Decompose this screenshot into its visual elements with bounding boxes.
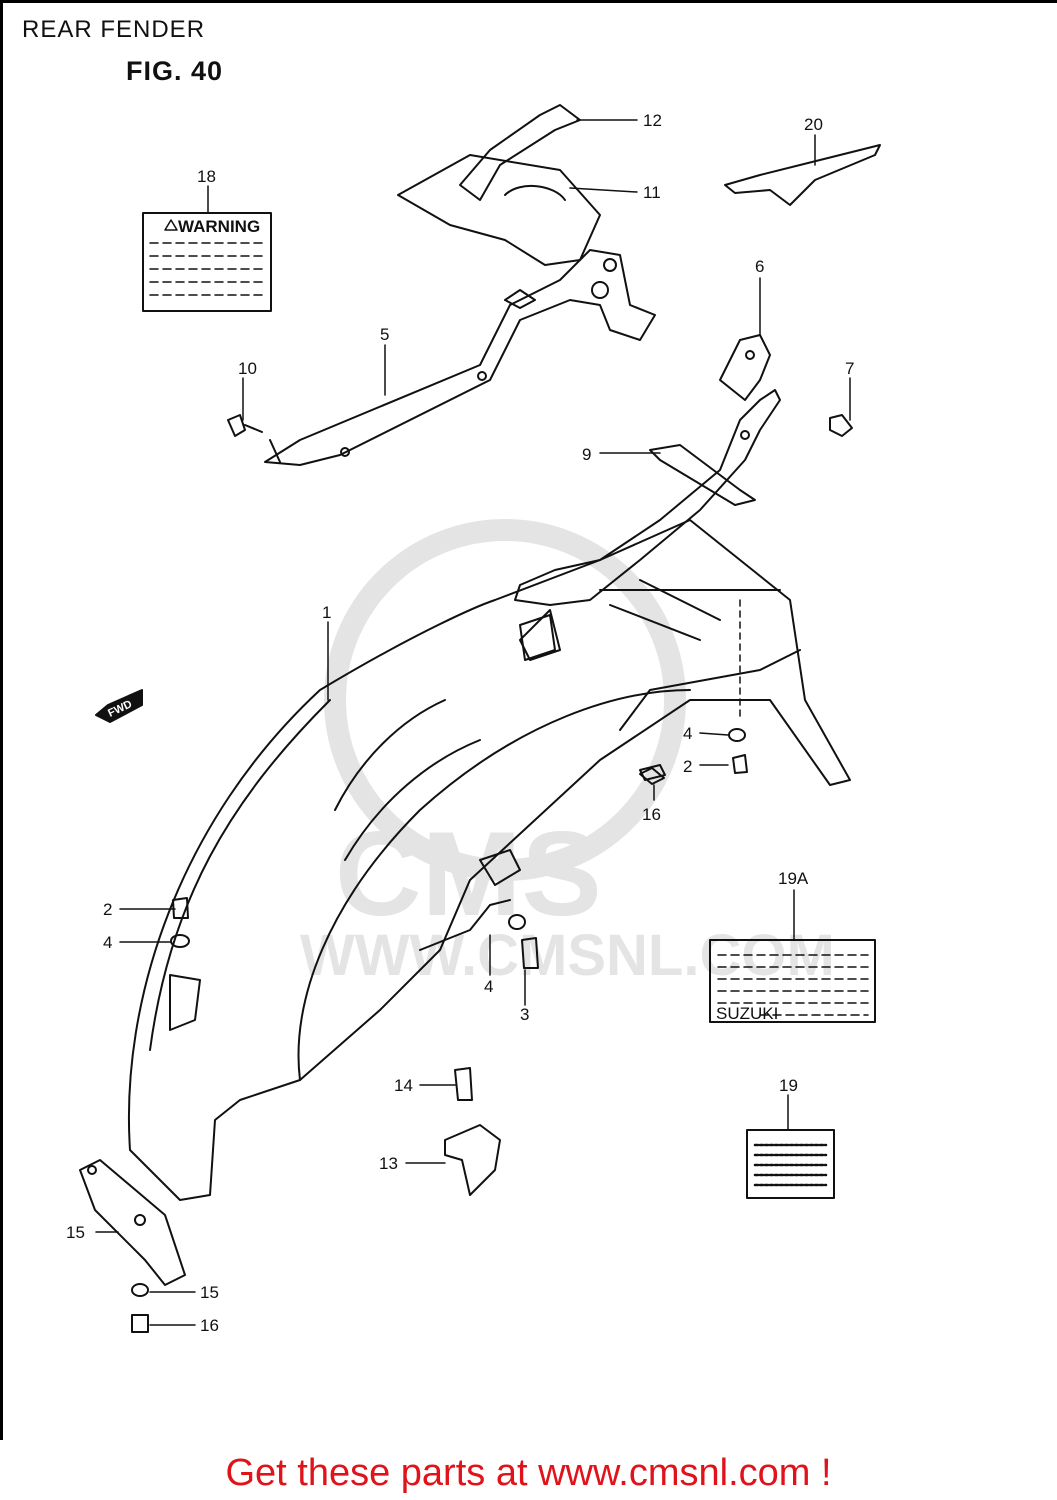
callout-9: 9 xyxy=(582,445,591,464)
callout-2-left: 2 xyxy=(103,900,112,919)
bracket-14 xyxy=(79,1159,186,1286)
bolt-16 xyxy=(131,1314,149,1333)
callout-1: 1 xyxy=(322,603,331,622)
callout-4-right: 4 xyxy=(683,724,692,743)
bolt-3 xyxy=(521,937,539,969)
left-border xyxy=(0,0,3,1440)
callout-5: 5 xyxy=(380,325,389,344)
bolt-8 xyxy=(227,414,263,437)
nut-15 xyxy=(131,1283,149,1297)
watermark: CMS WWW.CMSNL.COM xyxy=(300,519,835,988)
bolt-2-left xyxy=(172,897,189,919)
callout-4-left: 4 xyxy=(103,933,112,952)
callout-4-mid: 4 xyxy=(484,977,493,996)
callout-8: 10 xyxy=(238,359,257,378)
fender-stay xyxy=(514,334,781,661)
watermark-url: WWW.CMSNL.COM xyxy=(300,923,835,988)
callout-19: 19 xyxy=(779,1076,798,1095)
leader-lines xyxy=(95,119,851,1326)
info-label-19A: SUZUKI xyxy=(709,939,876,1023)
callout-20: 20 xyxy=(804,115,823,134)
callout-17: 16 xyxy=(642,805,661,824)
page-title: REAR FENDER xyxy=(22,16,206,43)
callout-16: 16 xyxy=(200,1316,219,1335)
clamp-12 xyxy=(444,1124,501,1196)
rear-bracket xyxy=(264,249,656,466)
spanner-tool xyxy=(724,144,881,206)
footer-link-text[interactable]: Get these parts at www.cmsnl.com ! xyxy=(225,1452,832,1494)
callout-3: 3 xyxy=(520,1005,529,1024)
callout-12: 13 xyxy=(379,1154,398,1173)
callout-labels: 12 11 20 18 5 10 6 7 9 1 4 2 16 19A 2 4 … xyxy=(66,111,854,1335)
callout-6: 6 xyxy=(755,257,764,276)
seat-pad xyxy=(397,154,601,266)
callout-13: 14 xyxy=(394,1076,413,1095)
rear-fender xyxy=(127,519,851,1201)
callout-11: 12 xyxy=(643,111,662,130)
parts-diagram: CMS WWW.CMSNL.COM xyxy=(66,104,881,1335)
nut-4-mid xyxy=(508,914,526,930)
callout-14: 15 xyxy=(66,1223,85,1242)
spec-label-19 xyxy=(746,1129,835,1199)
suzuki-label-text: SUZUKI xyxy=(716,1004,778,1023)
grab-strap xyxy=(459,104,581,201)
figure-number: FIG. 40 xyxy=(126,56,224,86)
bolt-13 xyxy=(454,1067,473,1101)
callout-19A: 19A xyxy=(778,869,809,888)
forward-arrow: FWD xyxy=(95,689,143,723)
warning-label-text: WARNING xyxy=(178,217,260,236)
plug-17 xyxy=(639,767,665,785)
bolt-7 xyxy=(829,414,853,437)
warning-label-18: WARNING xyxy=(142,212,272,312)
washer-4-left xyxy=(170,934,190,948)
callout-7: 7 xyxy=(845,359,854,378)
callout-2-right: 2 xyxy=(683,757,692,776)
callout-15: 15 xyxy=(200,1283,219,1302)
bolt-2-right xyxy=(732,754,748,774)
top-border xyxy=(0,0,1057,3)
nut-4-right xyxy=(728,728,746,742)
callout-18: 18 xyxy=(197,167,216,186)
callout-10: 11 xyxy=(643,183,661,202)
watermark-brand: CMS xyxy=(335,807,602,941)
